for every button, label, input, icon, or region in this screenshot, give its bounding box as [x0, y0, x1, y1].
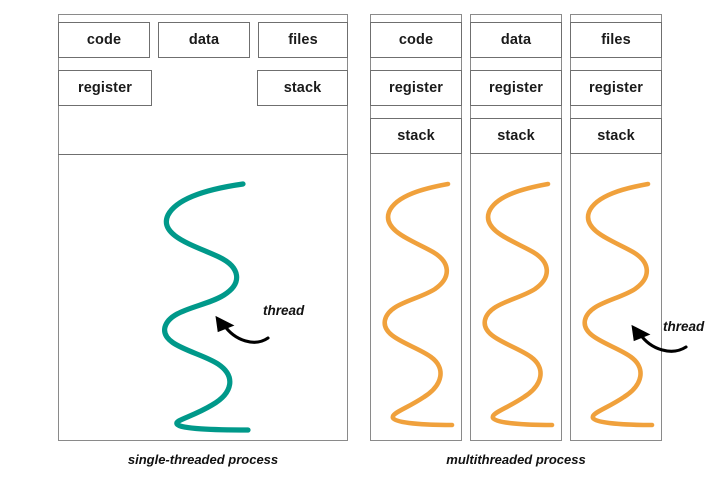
left-panel-divider [58, 154, 348, 155]
right-box-stack-2-label: stack [497, 128, 535, 144]
left-box-files[interactable]: files [258, 22, 348, 58]
right-box-data-label: data [500, 32, 532, 48]
right-box-register-3-label: register [589, 80, 643, 96]
left-box-data-label: data [188, 32, 220, 48]
right-panel-caption: multithreaded process [370, 452, 662, 467]
left-box-stack-label: stack [283, 80, 322, 96]
right-box-files-label: files [601, 32, 631, 48]
left-panel-caption: single-threaded process [58, 452, 348, 467]
right-box-data[interactable]: data [470, 22, 562, 58]
left-box-data[interactable]: data [158, 22, 250, 58]
left-box-code[interactable]: code [58, 22, 150, 58]
left-box-files-label: files [288, 32, 318, 48]
left-panel-caption-text: single-threaded process [127, 452, 279, 467]
thread-label-multi-text: thread [663, 319, 705, 334]
right-box-register-2-label: register [489, 80, 543, 96]
right-box-stack-3[interactable]: stack [570, 118, 662, 154]
right-box-stack-1[interactable]: stack [370, 118, 462, 154]
right-panel-caption-text: multithreaded process [446, 452, 586, 467]
right-box-files[interactable]: files [570, 22, 662, 58]
right-box-register-1[interactable]: register [370, 70, 462, 106]
right-box-stack-1-label: stack [397, 128, 435, 144]
thread-label-single-text: thread [263, 303, 305, 318]
right-box-register-2[interactable]: register [470, 70, 562, 106]
left-box-register-label: register [78, 80, 132, 96]
left-box-register[interactable]: register [58, 70, 152, 106]
right-box-register-3[interactable]: register [570, 70, 662, 106]
right-box-stack-3-label: stack [597, 128, 635, 144]
thread-label-single: thread [263, 303, 304, 318]
thread-label-multi: thread [663, 319, 704, 334]
right-box-code-label: code [398, 32, 434, 48]
right-box-code[interactable]: code [370, 22, 462, 58]
right-box-register-1-label: register [389, 80, 443, 96]
left-box-stack[interactable]: stack [257, 70, 348, 106]
left-box-code-label: code [86, 32, 122, 48]
right-box-stack-2[interactable]: stack [470, 118, 562, 154]
